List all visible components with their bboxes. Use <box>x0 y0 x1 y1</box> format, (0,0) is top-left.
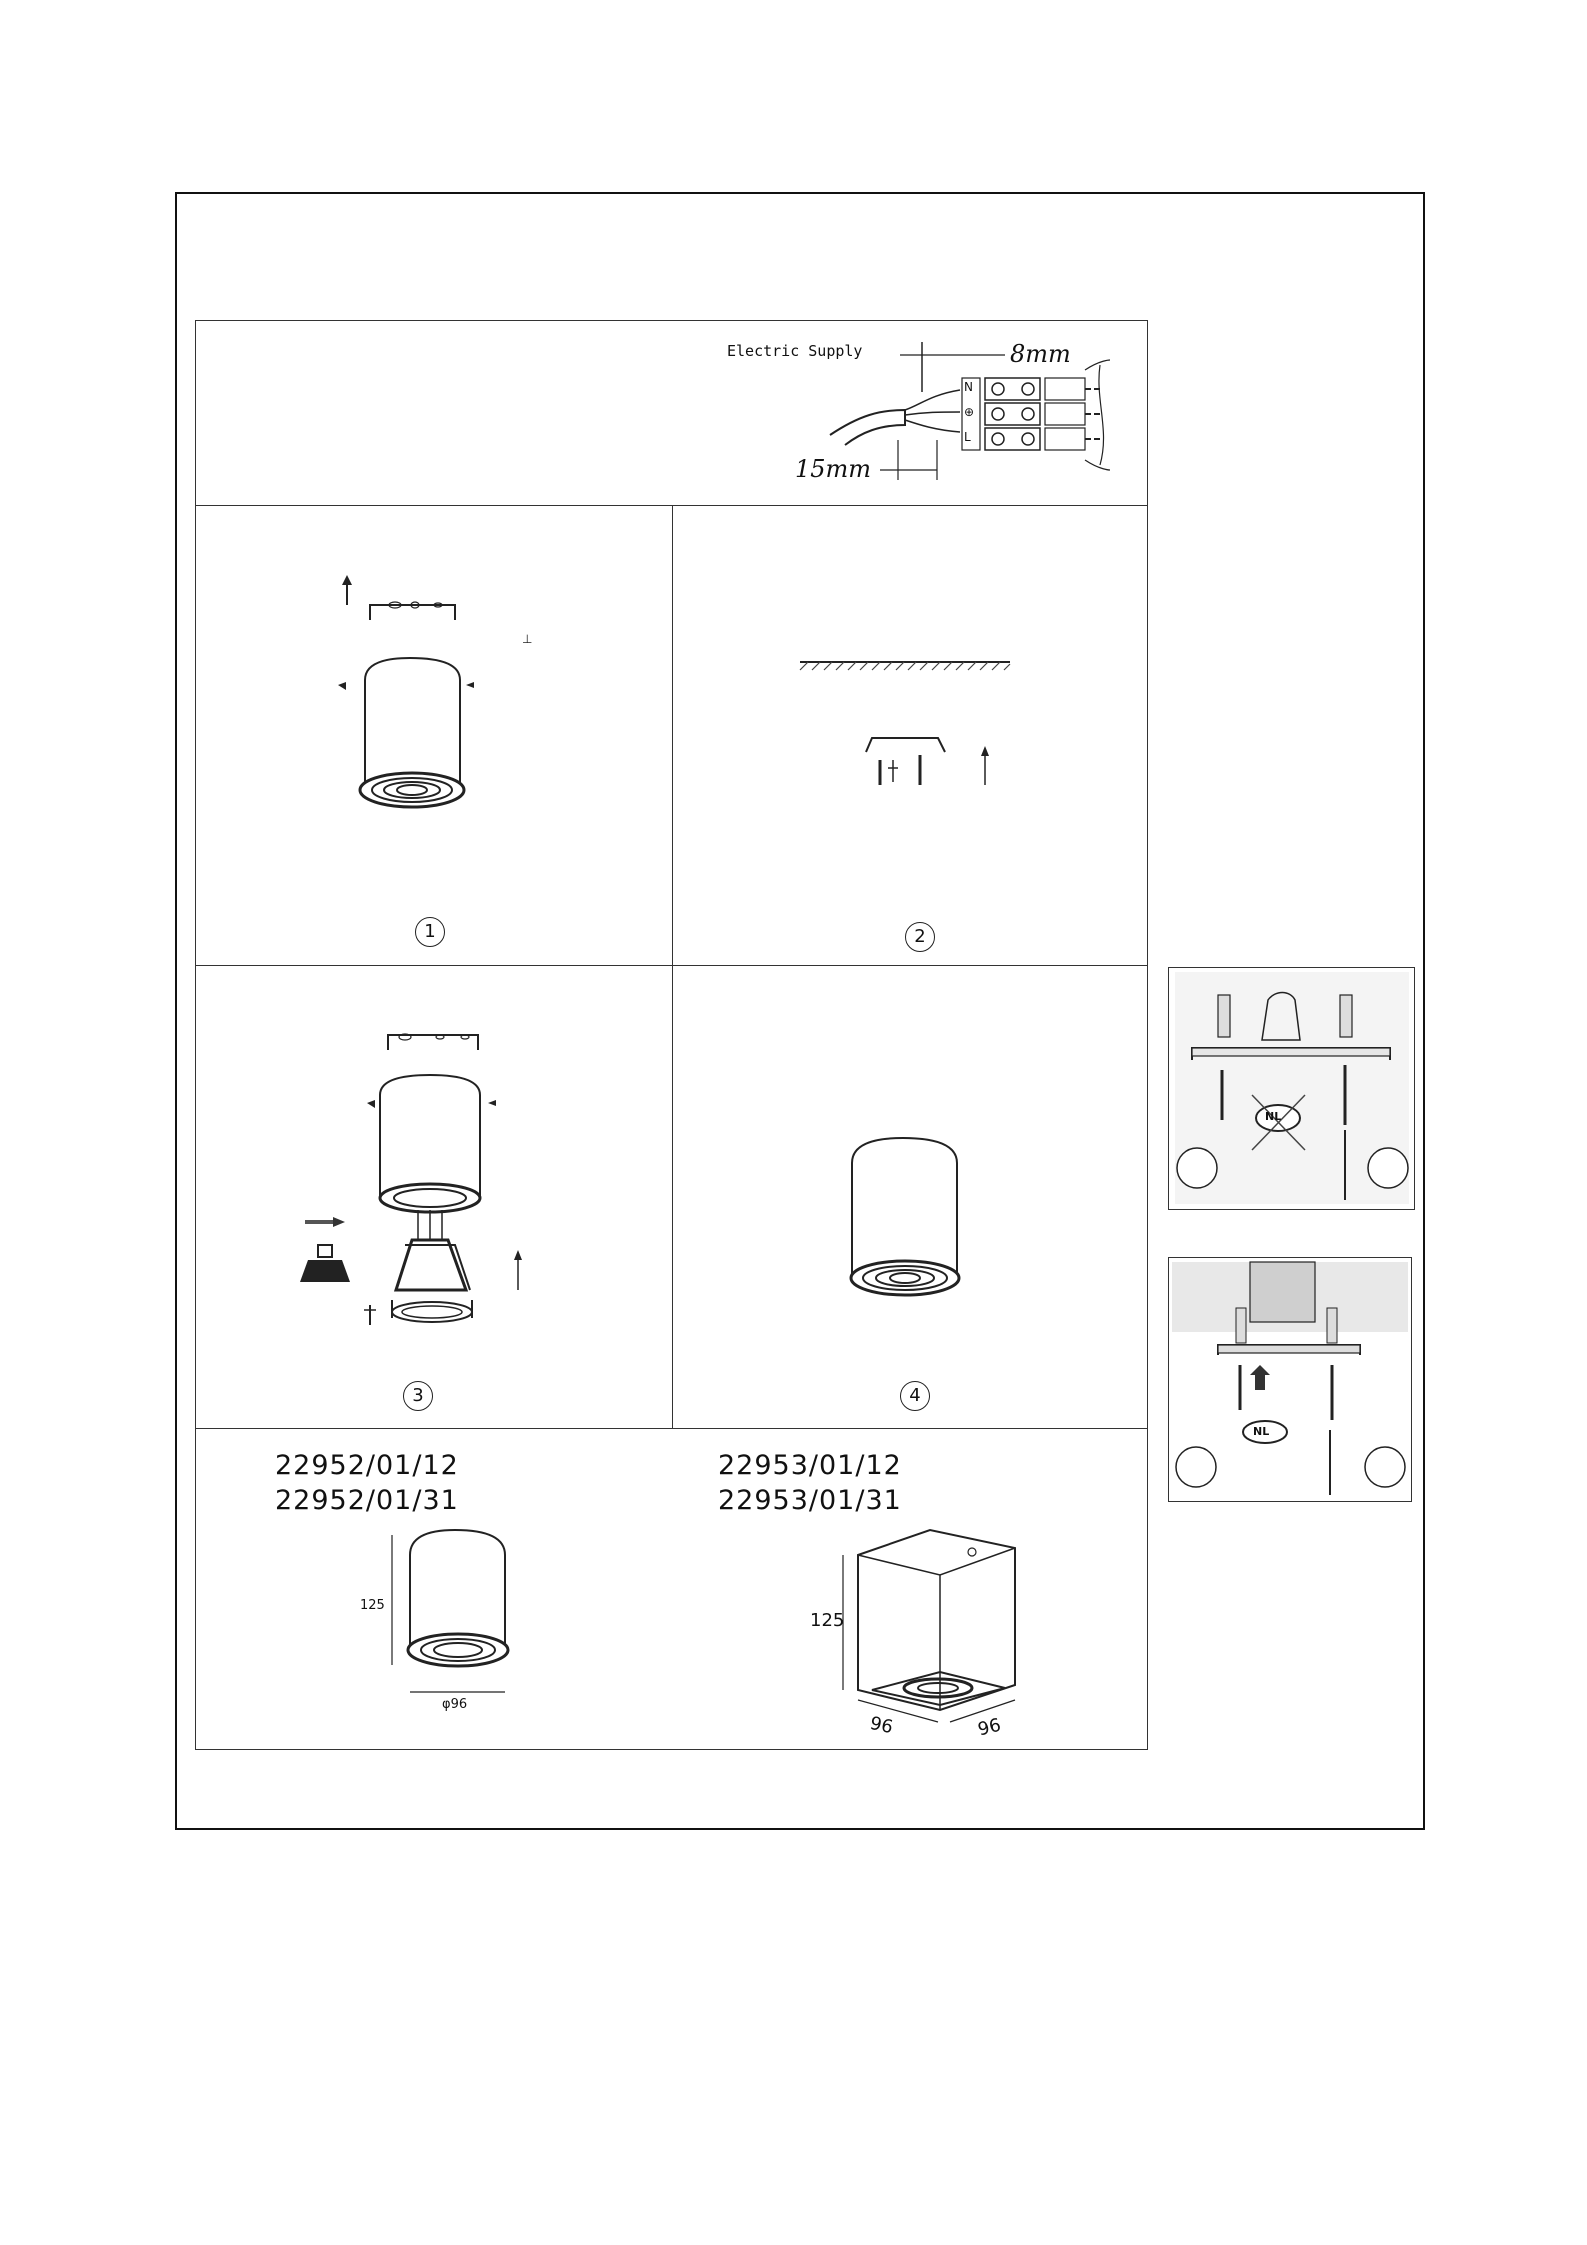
wall-plug-icon <box>1236 1308 1246 1343</box>
arrow-up-icon <box>1250 1365 1270 1390</box>
screwdriver-icon <box>1330 1430 1405 1495</box>
side-panel-2-badge: NL <box>1253 1425 1269 1438</box>
wall-plug-icon <box>1327 1308 1337 1343</box>
